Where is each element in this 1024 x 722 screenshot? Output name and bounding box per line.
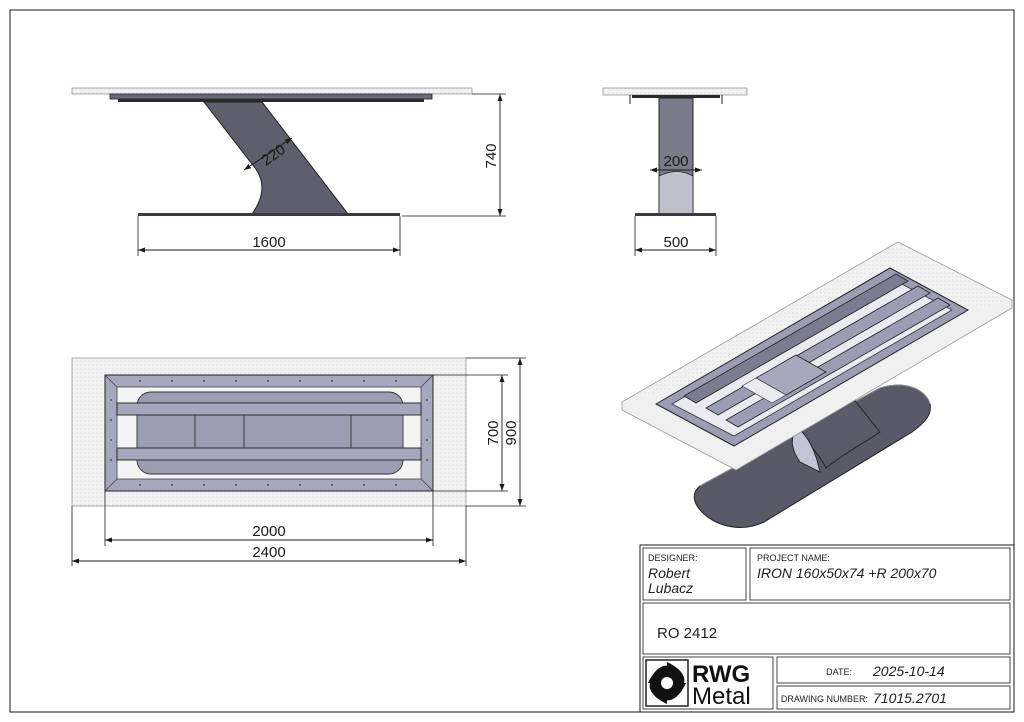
front-base-plate — [138, 213, 400, 216]
length-1600-dim-label: 1600 — [252, 234, 285, 251]
side-tabletop — [602, 87, 748, 96]
front-view: 220 1600 740 — [71, 87, 506, 256]
side-base-plate — [635, 213, 716, 216]
drawing-number-label: DRAWING NUMBER: — [781, 694, 868, 704]
code-cell — [642, 602, 1011, 655]
logo-cell — [642, 656, 774, 710]
sheet-border — [9, 9, 1015, 713]
top-rail-upper — [116, 402, 422, 416]
project-name: IRON 160x50x74 +R 200x70 — [757, 565, 937, 581]
side-view: 200 500 — [602, 87, 748, 256]
leg-width-dim-line — [243, 137, 293, 171]
top-view: 700 900 2000 2400 — [71, 357, 526, 566]
top-outer-length-label: 2400 — [252, 544, 285, 561]
drawing-number-value: 71015.2701 — [873, 690, 947, 706]
designer-last-name: Lubacz — [648, 580, 693, 596]
front-frame-rail — [109, 93, 433, 100]
designer-first-name: Robert — [648, 565, 691, 581]
title-block: DESIGNER: Robert Lubacz PROJECT NAME: IR… — [639, 544, 1015, 713]
logo-text-rwg: RWG — [692, 661, 750, 688]
drawing-code: RO 2412 — [657, 625, 717, 642]
top-outer-width-label: 900 — [503, 420, 520, 445]
date-value: 2025-10-14 — [872, 663, 945, 679]
side-base-width-label: 500 — [663, 234, 688, 251]
top-inner-width-label: 700 — [485, 420, 502, 445]
designer-cell — [642, 547, 747, 601]
height-740-dim-label: 740 — [483, 143, 500, 168]
logo-text-metal: Metal — [692, 683, 751, 710]
front-tabletop — [71, 87, 473, 95]
designer-label: DESIGNER: — [648, 553, 698, 563]
date-cell — [776, 656, 1011, 684]
isometric-view — [621, 241, 1013, 528]
side-leg-width-label: 200 — [663, 153, 688, 170]
front-frame-rail-inner — [118, 99, 424, 102]
drawing-number-cell — [776, 685, 1011, 710]
date-label: DATE: — [826, 667, 852, 677]
project-label: PROJECT NAME: — [757, 553, 830, 563]
rwg-logo-icon — [645, 659, 689, 707]
iso-rail-1 — [683, 273, 909, 404]
top-rail-lower — [116, 447, 422, 461]
top-inner-length-label: 2000 — [252, 523, 285, 540]
project-cell — [749, 547, 1011, 601]
